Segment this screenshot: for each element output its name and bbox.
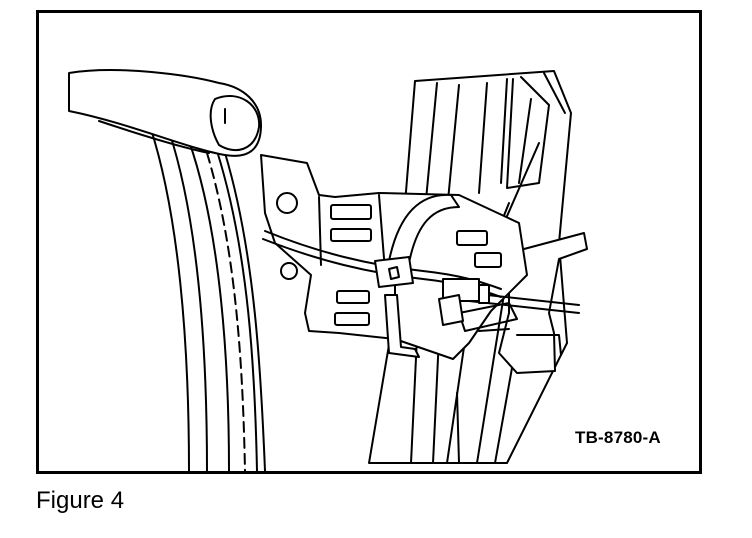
figure-reference-code: TB-8780-A — [575, 428, 661, 447]
line-drawing — [39, 69, 588, 471]
retaining-clip — [438, 294, 464, 326]
finger — [68, 69, 262, 157]
figure-frame: TB-8780-A — [36, 10, 702, 474]
door-panel-edge — [39, 93, 266, 471]
cable-tie — [374, 193, 460, 358]
figure-caption: Figure 4 — [36, 487, 125, 514]
